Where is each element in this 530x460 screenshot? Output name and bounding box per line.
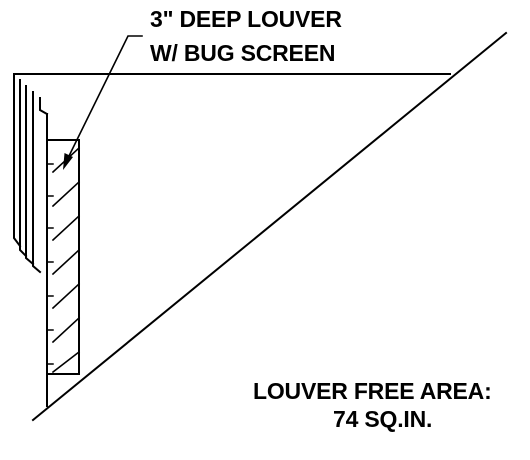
diagonal-line	[31, 31, 508, 422]
free-area-value: 74 SQ.IN.	[333, 406, 433, 432]
louver-body	[46, 139, 80, 375]
callout-leader	[66, 35, 143, 160]
louver-callout-line-1: 3" DEEP LOUVER	[150, 6, 342, 32]
louver-callout-line-2: W/ BUG SCREEN	[150, 40, 336, 66]
louver-hatch	[51, 146, 81, 374]
wall-framing	[13, 73, 49, 407]
callout-arrowhead	[63, 153, 73, 170]
louver-ticks	[46, 163, 54, 365]
free-area-label: LOUVER FREE AREA:	[253, 378, 492, 404]
